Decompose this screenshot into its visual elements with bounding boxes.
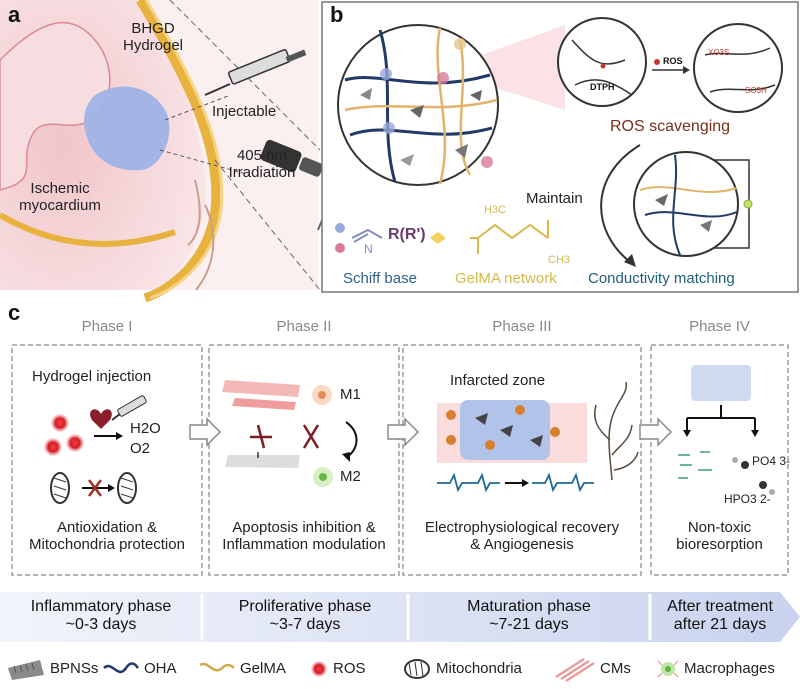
legend-ros: ROS bbox=[333, 660, 366, 677]
ch3-a-label: H3C bbox=[484, 204, 507, 216]
infarcted-zone-illustration bbox=[437, 400, 587, 463]
hydrogel-block-icon bbox=[691, 365, 751, 401]
gelma-network-label: GelMA network bbox=[455, 270, 557, 287]
macrophages-icon bbox=[657, 660, 679, 678]
mitochondria-legend-icon bbox=[404, 659, 430, 679]
injectable-label: Injectable bbox=[212, 103, 277, 120]
schiff-base-label: Schiff base bbox=[343, 270, 417, 287]
macrophage-m1-icon bbox=[312, 385, 332, 405]
panel-a-label: a bbox=[8, 2, 21, 27]
h2o-label: H2O bbox=[130, 420, 161, 437]
so3h-label: SO3H bbox=[745, 86, 767, 95]
chem-n-label: N bbox=[364, 242, 373, 256]
blood-vessel-icon bbox=[594, 381, 639, 481]
ros-icon bbox=[311, 661, 327, 677]
dtph-circle bbox=[557, 17, 647, 107]
phase-1-heading: Phase I bbox=[81, 318, 133, 335]
macrophage-m2-icon bbox=[313, 467, 333, 487]
phase-3-heading: Phase III bbox=[492, 318, 552, 335]
maintain-label: Maintain bbox=[526, 190, 583, 207]
panel-b-label: b bbox=[330, 2, 344, 27]
infarcted-zone-label: Infarcted zone bbox=[450, 372, 546, 389]
phase-3-caption: Electrophysiological recovery & Angiogen… bbox=[424, 519, 620, 554]
bpns-icon bbox=[8, 660, 44, 680]
panel-c-label: c bbox=[8, 300, 21, 325]
timeline-phase-days: ~3-7 days bbox=[269, 616, 341, 634]
mitochondria-icon bbox=[50, 472, 137, 504]
timeline-phase-name: After treatment bbox=[667, 598, 773, 615]
ros-cluster-icon bbox=[44, 414, 84, 456]
timeline-segment-1: Inflammatory phase ~0-3 days bbox=[0, 598, 202, 635]
hydrogel-injection-label: Hydrogel injection bbox=[32, 368, 152, 385]
legend-bpns: BPNSs bbox=[50, 660, 99, 677]
oxidized-circle bbox=[693, 23, 783, 113]
legend-oha: OHA bbox=[144, 660, 177, 677]
ecg-trace bbox=[437, 472, 594, 493]
conductivity-circle bbox=[633, 151, 753, 257]
gelma-icon bbox=[199, 662, 235, 672]
myocardium-label: Ischemic myocardium bbox=[19, 180, 101, 215]
chem-r-label: R(R') bbox=[388, 226, 426, 243]
ros-dot-icon bbox=[654, 59, 660, 65]
timeline-bar bbox=[0, 592, 800, 642]
xo3s-label: XO3S bbox=[708, 48, 730, 57]
dropper-icon bbox=[111, 395, 147, 421]
cardiomyocytes-icon bbox=[222, 380, 300, 468]
timeline-phase-days: after 21 days bbox=[673, 616, 767, 634]
timeline-segment-2: Proliferative phase ~3-7 days bbox=[202, 598, 408, 635]
timeline-segment-3: Maturation phase ~7-21 days bbox=[408, 598, 650, 635]
syringe-icon bbox=[204, 49, 307, 96]
legend-macrophages: Macrophages bbox=[684, 660, 775, 677]
timeline-segment-4: After treatment after 21 days bbox=[650, 598, 790, 635]
timeline-phase-name: Inflammatory phase bbox=[30, 598, 172, 615]
phase-4-heading: Phase IV bbox=[689, 318, 750, 335]
phase-2-caption: Apoptosis inhibition & Inflammation modu… bbox=[222, 519, 386, 554]
legend-mitochondria: Mitochondria bbox=[436, 660, 522, 677]
network-circle bbox=[337, 24, 499, 186]
apoptosis-icon bbox=[250, 424, 320, 458]
panel-a-illustration bbox=[0, 0, 321, 303]
irradiation-label: 405 nm Irradiation bbox=[228, 147, 296, 182]
bpns-fragments-icon bbox=[678, 451, 712, 479]
timeline-phase-days: ~0-3 days bbox=[65, 616, 137, 634]
phosphate-ion-icon bbox=[732, 457, 775, 495]
hpo3-label: HPO3 2- bbox=[724, 492, 771, 506]
hydrogel-label: BHGD Hydrogel bbox=[122, 20, 184, 55]
heart-icon bbox=[90, 409, 112, 429]
schiff-base-structure bbox=[335, 223, 446, 253]
ros-scavenging-label: ROS scavenging bbox=[610, 118, 731, 135]
oha-icon bbox=[103, 662, 140, 674]
gelma-structure bbox=[470, 220, 549, 254]
timeline-phase-name: Maturation phase bbox=[467, 598, 591, 615]
cms-icon bbox=[555, 657, 595, 683]
legend-cms: CMs bbox=[600, 660, 631, 677]
m1-label: M1 bbox=[340, 386, 361, 403]
timeline-phase-days: ~7-21 days bbox=[489, 616, 569, 634]
phase-1-caption: Antioxidation & Mitochondria protection bbox=[29, 519, 185, 554]
ch3-b-label: CH3 bbox=[548, 254, 571, 266]
phase-2-heading: Phase II bbox=[276, 318, 332, 335]
o2-label: O2 bbox=[130, 440, 151, 457]
m2-label: M2 bbox=[340, 468, 361, 485]
conductivity-label: Conductivity matching bbox=[588, 270, 735, 287]
legend-gelma: GelMA bbox=[240, 660, 286, 677]
po4-label: PO4 3- bbox=[752, 454, 791, 468]
dtph-label: DTPH bbox=[590, 82, 615, 92]
timeline-phase-name: Proliferative phase bbox=[238, 598, 372, 615]
phase-4-caption: Non-toxic bioresorption bbox=[676, 519, 763, 554]
ros-small-label: ROS bbox=[663, 56, 683, 66]
phase-box-1 bbox=[11, 344, 203, 576]
